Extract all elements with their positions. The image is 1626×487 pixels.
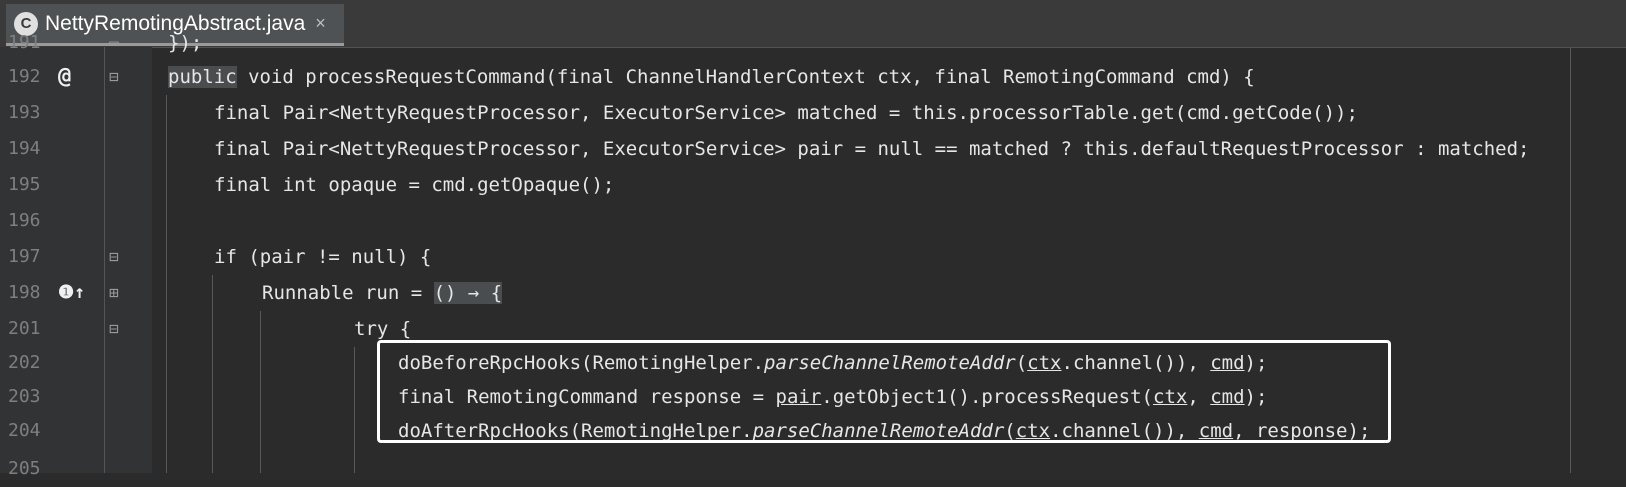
line-number: 202 xyxy=(8,352,41,373)
code-fragment: .getObject1().processRequest( xyxy=(821,386,1153,408)
code-line: 192 @ ⊟ public void processRequestComman… xyxy=(0,59,1626,95)
indent-guide xyxy=(354,347,355,473)
folded-lambda[interactable]: () → { xyxy=(433,282,503,304)
code-fragment: , xyxy=(1187,386,1211,408)
close-icon[interactable]: × xyxy=(315,13,326,33)
fold-icon[interactable]: ⊟ xyxy=(109,67,119,86)
indent-guide xyxy=(260,311,261,473)
line-number: 203 xyxy=(8,386,41,407)
code-fragment: void processRequestCommand(final Channel… xyxy=(236,66,1255,88)
gutter xyxy=(0,47,152,473)
code-fragment: .channel()), xyxy=(1050,420,1199,442)
line-number: 191 xyxy=(8,32,41,53)
code-line: 204 doAfterRpcHooks(RemotingHelper.parse… xyxy=(0,413,1626,449)
code-text: public void processRequestCommand(final … xyxy=(168,59,1255,95)
code-text: if (pair != null) { xyxy=(214,246,432,268)
local-reference: pair xyxy=(775,386,822,408)
code-fragment: doAfterRpcHooks(RemotingHelper. xyxy=(398,420,753,442)
param-reference: cmd xyxy=(1198,420,1234,442)
code-fragment: , response); xyxy=(1233,420,1371,442)
code-line: 202 doBeforeRpcHooks(RemotingHelper.pars… xyxy=(0,345,1626,381)
static-method-call: parseChannelRemoteAddr xyxy=(752,420,1005,442)
code-line-partial: 191 ▭ }); xyxy=(0,25,1626,61)
code-line: 196 xyxy=(0,203,1626,239)
param-reference: ctx xyxy=(1153,386,1188,408)
line-number: 195 xyxy=(8,174,41,195)
right-margin-guide xyxy=(1570,47,1571,473)
fold-icon[interactable]: ⊟ xyxy=(109,319,119,338)
code-text: final Pair<NettyRequestProcessor, Execut… xyxy=(214,138,1530,160)
code-fragment: .channel()), xyxy=(1061,352,1211,374)
code-line-partial: 205 xyxy=(0,451,1626,487)
code-line: 197 ⊟ if (pair != null) { xyxy=(0,239,1626,275)
code-line: 198 ❶↑ ⊞ Runnable run = () → { xyxy=(0,275,1626,311)
code-line: 193 final Pair<NettyRequestProcessor, Ex… xyxy=(0,95,1626,131)
line-number: 192 xyxy=(8,66,41,87)
code-text: final Pair<NettyRequestProcessor, Execut… xyxy=(214,102,1358,124)
editor-tab-bar: C NettyRemotingAbstract.java × xyxy=(0,0,1626,48)
code-fragment: Runnable run = xyxy=(262,282,434,304)
fold-guide-line xyxy=(104,47,105,473)
param-reference: ctx xyxy=(1027,352,1062,374)
line-number: 204 xyxy=(8,420,41,441)
line-number: 201 xyxy=(8,318,41,339)
code-text: try { xyxy=(354,318,412,340)
line-number: 198 xyxy=(8,282,41,303)
indent-guide xyxy=(166,95,167,473)
param-reference: cmd xyxy=(1210,386,1245,408)
line-number: 196 xyxy=(8,210,41,231)
code-editor[interactable]: 191 ▭ }); 192 @ ⊟ public void processReq… xyxy=(0,32,1626,479)
code-line: 201 ⊟ try { xyxy=(0,311,1626,347)
fold-end-icon[interactable]: ▭ xyxy=(109,33,119,52)
param-reference: cmd xyxy=(1210,352,1245,374)
fold-icon[interactable]: ⊟ xyxy=(109,247,119,266)
tab-netty-remoting-abstract[interactable]: C NettyRemotingAbstract.java × xyxy=(6,4,344,46)
expand-fold-icon[interactable]: ⊞ xyxy=(109,283,119,302)
code-text: doAfterRpcHooks(RemotingHelper.parseChan… xyxy=(398,413,1370,449)
code-text: final RemotingCommand response = pair.ge… xyxy=(398,379,1267,415)
line-number: 194 xyxy=(8,138,41,159)
code-fragment: final RemotingCommand response = xyxy=(398,386,776,408)
code-fragment: ); xyxy=(1244,352,1268,374)
code-text: }); xyxy=(168,32,203,54)
static-method-call: parseChannelRemoteAddr xyxy=(764,352,1016,374)
code-line: 194 final Pair<NettyRequestProcessor, Ex… xyxy=(0,131,1626,167)
line-number: 193 xyxy=(8,102,41,123)
implements-marker-icon[interactable]: ❶↑ xyxy=(58,282,85,303)
code-line: 195 final int opaque = cmd.getOpaque(); xyxy=(0,167,1626,203)
code-text: doBeforeRpcHooks(RemotingHelper.parseCha… xyxy=(398,345,1267,381)
tab-title: NettyRemotingAbstract.java xyxy=(45,11,306,35)
override-marker-icon[interactable]: @ xyxy=(58,64,72,89)
param-reference: ctx xyxy=(1015,420,1051,442)
code-fragment: ( xyxy=(1015,352,1028,374)
keyword-public: public xyxy=(168,66,237,88)
code-text: final int opaque = cmd.getOpaque(); xyxy=(214,174,615,196)
highlight-box xyxy=(377,340,1391,443)
line-number: 205 xyxy=(8,458,41,479)
code-fragment: ); xyxy=(1244,386,1268,408)
line-number: 197 xyxy=(8,246,41,267)
code-line: 203 final RemotingCommand response = pai… xyxy=(0,379,1626,415)
code-fragment: ( xyxy=(1004,420,1016,442)
code-fragment: doBeforeRpcHooks(RemotingHelper. xyxy=(398,352,765,374)
code-text: Runnable run = () → { xyxy=(262,275,503,311)
indent-guide xyxy=(212,275,213,473)
java-class-icon: C xyxy=(14,11,38,36)
